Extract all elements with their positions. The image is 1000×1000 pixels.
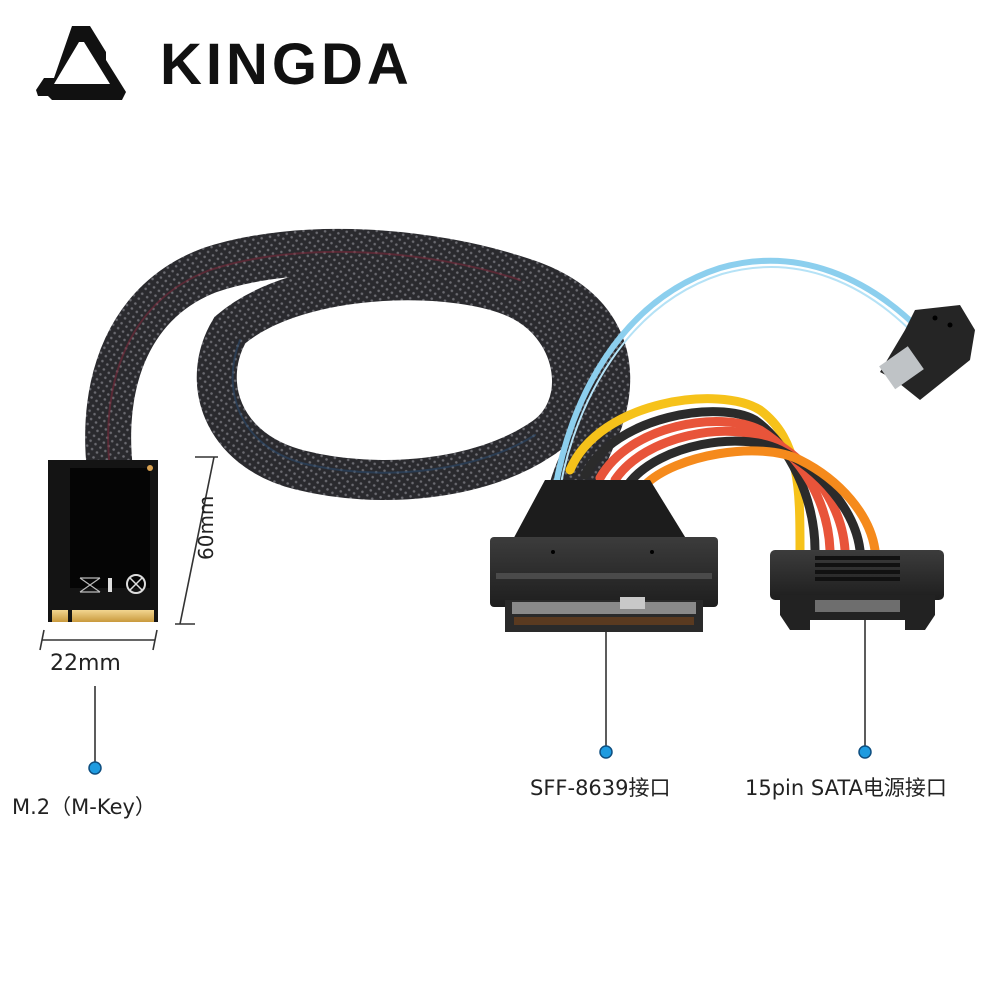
dimension-60mm-line xyxy=(175,456,218,625)
height-dimension-label: 60mm xyxy=(194,495,218,560)
power-wires xyxy=(565,394,880,555)
sff-8639-connector-label: SFF-8639接口 xyxy=(530,776,671,800)
sata-power-connector-label: 15pin SATA电源接口 xyxy=(745,776,947,800)
sff-8639-connector xyxy=(490,537,718,632)
m2-connector-label: M.2（M-Key） xyxy=(12,795,156,819)
width-dimension-label: 22mm xyxy=(50,651,121,676)
sff-callout-dot-icon xyxy=(599,745,613,759)
sata-data-connector xyxy=(879,305,975,400)
braided-cable xyxy=(85,228,631,543)
sff-boot xyxy=(510,480,690,545)
m2-callout-dot-icon xyxy=(88,761,102,775)
m2-card xyxy=(48,460,158,622)
callout-leaders xyxy=(94,620,866,766)
sata-data-cable xyxy=(552,257,923,493)
kingda-logo-icon xyxy=(36,26,126,100)
sata-power-connector xyxy=(770,550,944,630)
dimension-22mm-line xyxy=(39,629,158,651)
sata-callout-dot-icon xyxy=(858,745,872,759)
brand-name: KINGDA xyxy=(160,32,413,97)
